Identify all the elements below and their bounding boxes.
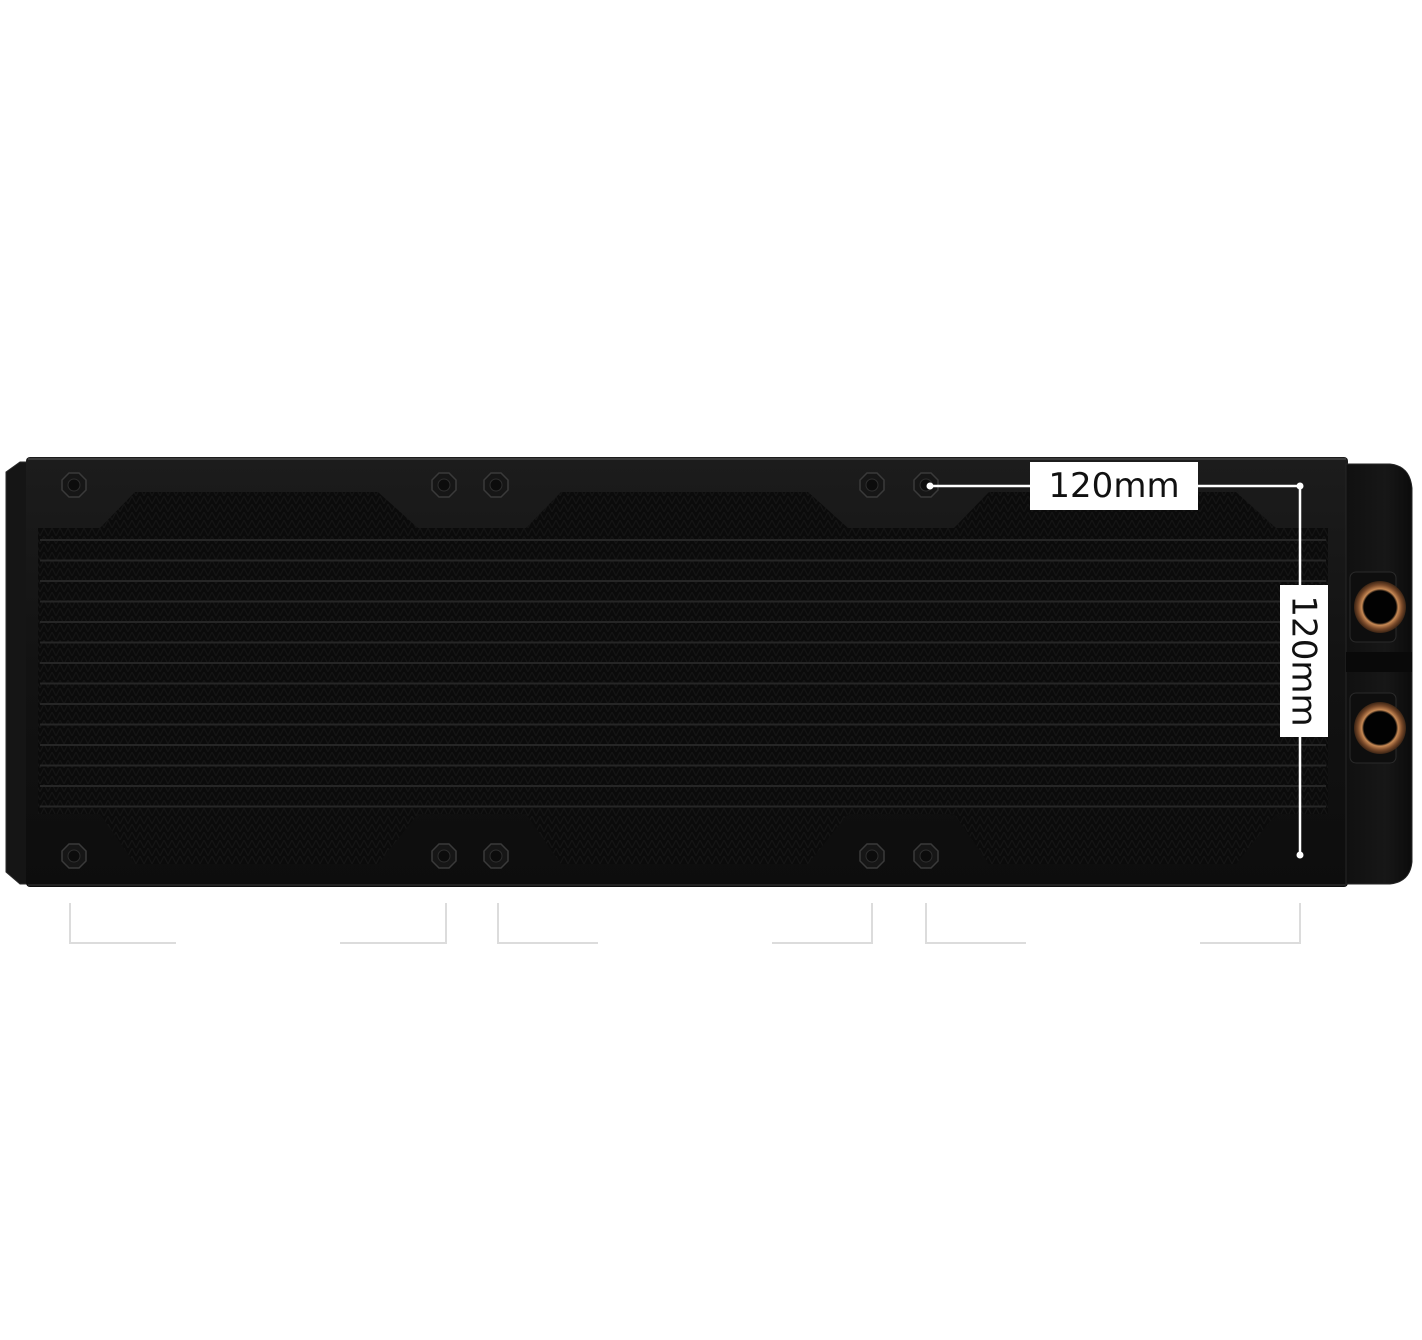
inlet-fitting [1349, 571, 1406, 643]
height-dimension-label: 120mm [1280, 585, 1328, 737]
top-fan-opening-1 [100, 492, 418, 528]
bottom-fan-opening-3 [954, 814, 1276, 864]
screw-icon [859, 472, 885, 498]
screw-icon [431, 843, 457, 869]
screw-icon [913, 472, 939, 498]
bottom-fan-opening-2 [526, 814, 848, 864]
width-dimension-text: 120mm [1048, 466, 1180, 506]
height-dimension-text: 120mm [1284, 595, 1325, 727]
width-dimension-label: 120mm [1030, 462, 1198, 510]
fan-spacing-guides [69, 903, 1301, 944]
top-fan-opening-2 [526, 492, 848, 528]
outlet-fitting [1349, 692, 1406, 764]
tank-groove [1346, 652, 1412, 672]
screw-icon [61, 472, 87, 498]
screw-icon [483, 472, 509, 498]
screw-icon [483, 843, 509, 869]
screw-icon [431, 472, 457, 498]
screw-icon [913, 843, 939, 869]
screw-icon [61, 843, 87, 869]
fin-core [38, 528, 1328, 814]
right-end-tank [1345, 463, 1413, 885]
mounting-screws [61, 472, 939, 869]
coolant-tubes [40, 539, 1326, 808]
screw-icon [859, 843, 885, 869]
bottom-fan-opening-1 [100, 814, 418, 864]
